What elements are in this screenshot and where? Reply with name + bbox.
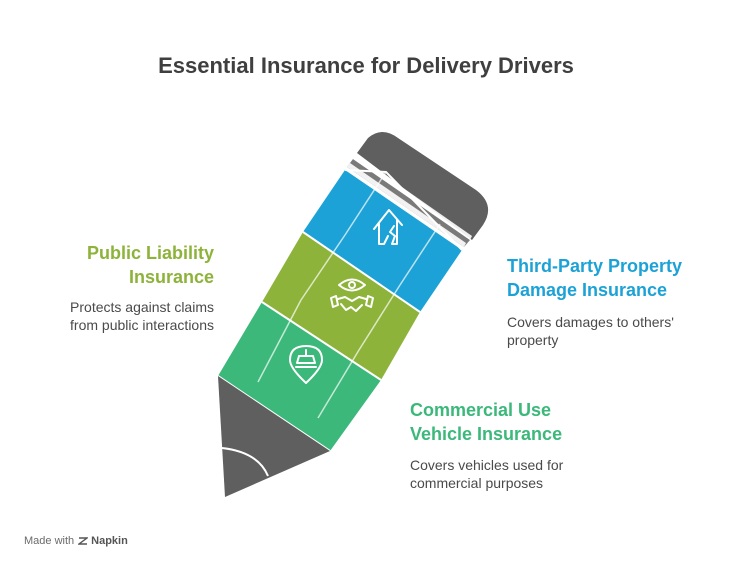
napkin-logo-icon xyxy=(78,537,89,545)
public-liability-description: Protects against claims from public inte… xyxy=(0,298,214,334)
blue-segment xyxy=(303,170,462,312)
public-liability-heading: Public Liability Insurance xyxy=(14,241,214,289)
napkin-brand: Napkin xyxy=(78,535,128,547)
pencil-tip xyxy=(218,376,330,497)
commercial-use-heading: Commercial Use Vehicle Insurance xyxy=(410,398,630,446)
third-party-description: Covers damages to others' property xyxy=(507,313,707,349)
commercial-use-heading-line1: Commercial Use xyxy=(410,400,552,420)
public-liability-heading-line2: Insurance xyxy=(128,267,214,287)
made-with-label: Made with xyxy=(24,535,75,547)
third-party-heading-line2: Damage Insurance xyxy=(507,280,668,300)
broken-house-icon xyxy=(373,209,403,245)
handshake-eye-icon xyxy=(330,278,374,312)
commercial-use-desc-line1: Covers vehicles used for xyxy=(410,457,564,473)
public-liability-heading-line1: Public Liability xyxy=(86,243,214,263)
third-party-heading-line1: Third-Party Property xyxy=(507,256,683,276)
car-location-icon xyxy=(289,345,323,384)
third-party-heading: Third-Party Property Damage Insurance xyxy=(507,254,727,302)
public-liability-desc-line1: Protects against claims xyxy=(70,299,214,315)
third-party-desc-line2: property xyxy=(507,332,559,348)
third-party-desc-line1: Covers damages to others' xyxy=(507,314,674,330)
commercial-use-desc-line2: commercial purposes xyxy=(410,475,544,491)
public-liability-desc-line2: from public interactions xyxy=(70,317,214,333)
napkin-brand-label: Napkin xyxy=(91,535,128,547)
pencil-eraser xyxy=(357,132,489,240)
commercial-use-description: Covers vehicles used for commercial purp… xyxy=(410,456,610,492)
footer-attribution[interactable]: Made with Napkin xyxy=(24,535,128,547)
page-title: Essential Insurance for Delivery Drivers xyxy=(158,53,574,78)
lime-segment xyxy=(262,232,420,380)
commercial-use-heading-line2: Vehicle Insurance xyxy=(410,424,563,444)
